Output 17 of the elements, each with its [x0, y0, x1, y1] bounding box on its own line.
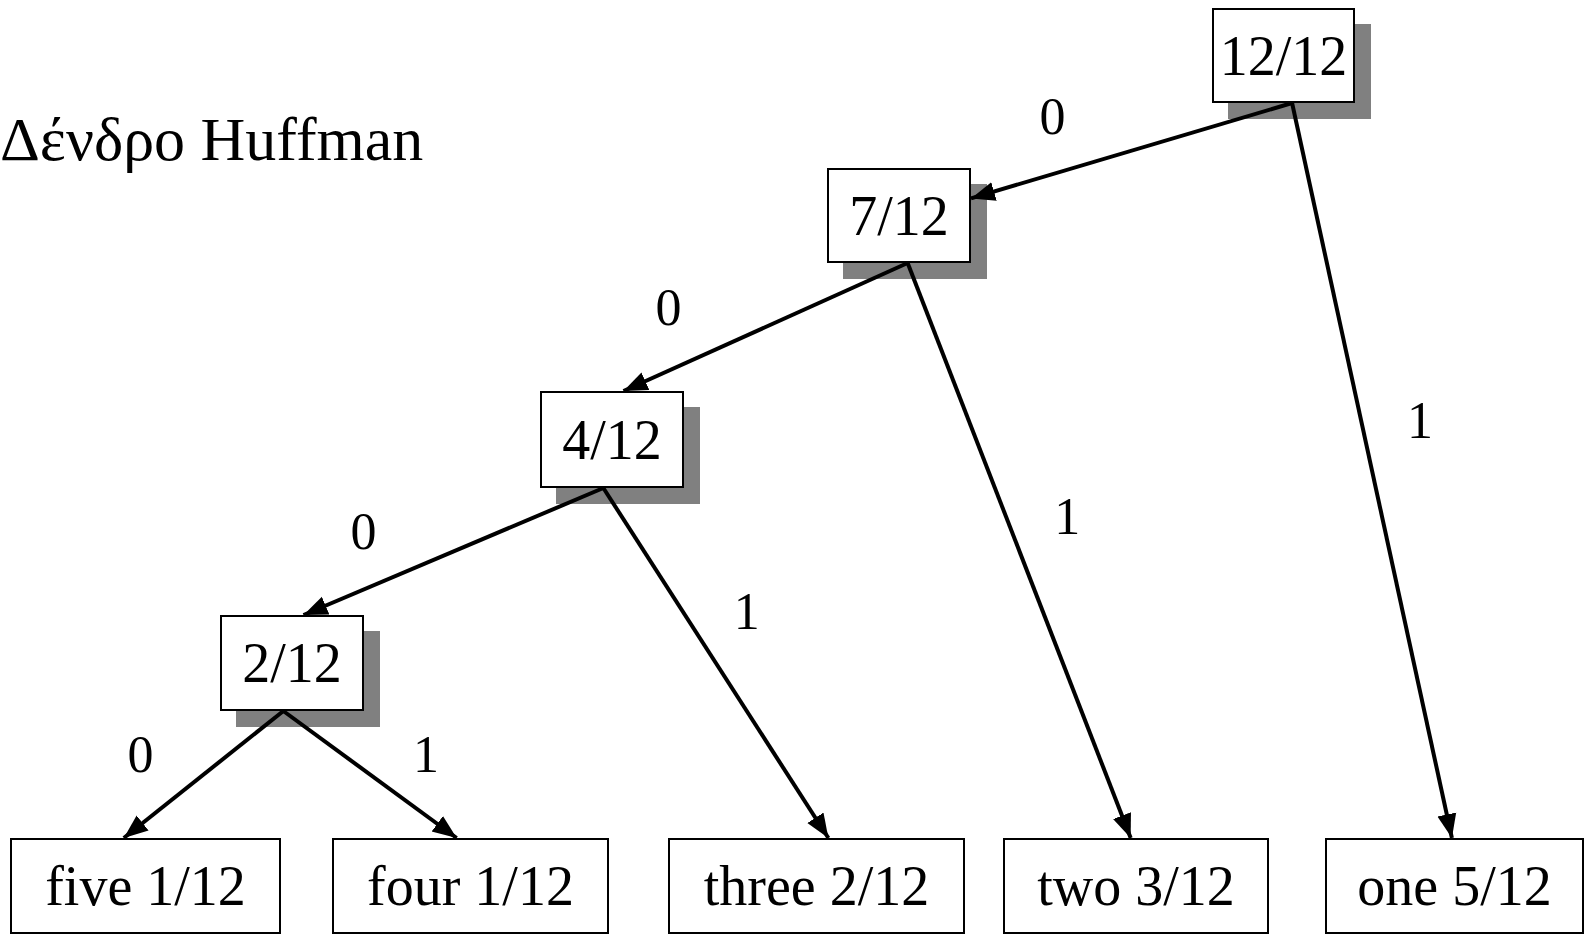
symbol-box: two 3/12 — [1003, 838, 1269, 934]
arrow — [905, 262, 1133, 839]
symbol-box: five 1/12 — [10, 838, 281, 934]
weight-box: 2/12 — [220, 615, 364, 711]
arrow — [601, 486, 831, 840]
arrow — [302, 486, 605, 617]
symbol-box: four 1/12 — [332, 838, 609, 934]
symbol-box: one 5/12 — [1325, 838, 1584, 934]
symbol-box: three 2/12 — [668, 838, 965, 934]
weight-box: 12/12 — [1212, 8, 1355, 103]
arrow — [122, 709, 285, 840]
arrow — [622, 261, 909, 393]
weight-box: 7/12 — [827, 168, 971, 263]
arrow — [1290, 102, 1457, 839]
weight-box: 4/12 — [540, 391, 684, 488]
arrow — [970, 101, 1293, 201]
arrow — [282, 709, 458, 840]
